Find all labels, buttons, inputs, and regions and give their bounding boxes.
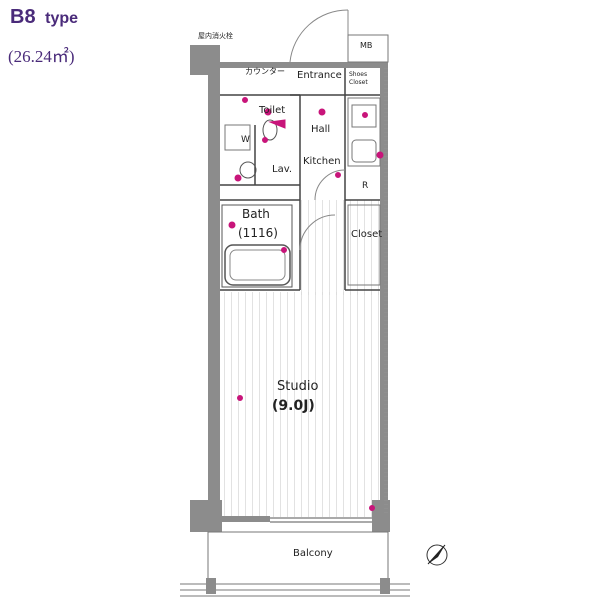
studio-floor: [222, 292, 380, 517]
toilet-bowl: [262, 119, 278, 141]
entrance-door: [289, 9, 349, 63]
label-kitchen: Kitchen: [303, 156, 341, 167]
label-r: R: [362, 181, 368, 191]
label-lav: Lav.: [272, 164, 292, 175]
balcony-outline: [180, 531, 410, 597]
label-shoes-closet: Closet: [349, 79, 368, 86]
label-balcony: Balcony: [293, 548, 333, 559]
label-counter: カウンター: [245, 67, 285, 76]
hall-door: [314, 169, 346, 201]
compass-icon: [426, 544, 448, 566]
label-studio-size: (9.0J): [272, 398, 315, 414]
label-bath: Bath: [242, 207, 270, 221]
interior-walls: [220, 68, 380, 291]
washer-space: [224, 124, 251, 151]
mb-box: [347, 34, 389, 63]
label-fire-hydrant: 屋内消火栓: [198, 31, 233, 40]
utility-markers: [228, 97, 384, 511]
label-hall: Hall: [311, 124, 330, 135]
closet-frame: [347, 204, 381, 286]
floor-area: (26.24㎡): [8, 47, 75, 66]
label-mb: MB: [360, 41, 372, 50]
type-word: type: [45, 10, 79, 27]
label-entrance: Entrance: [297, 70, 342, 81]
bath-unit: [221, 204, 293, 288]
label-bath-size: (1116): [238, 226, 278, 240]
label-shoes: Shoes: [349, 71, 367, 78]
label-w: W: [241, 135, 250, 145]
label-studio: Studio: [277, 379, 318, 394]
bathtub: [224, 244, 291, 286]
label-toilet: Toilet: [258, 105, 285, 116]
kitchen-counter: [347, 97, 381, 167]
hall-floor: [300, 200, 380, 295]
bath-door: [299, 214, 336, 251]
label-closet: Closet: [351, 229, 382, 240]
type-code: B8: [10, 6, 36, 28]
lav-basin: [239, 161, 257, 179]
balcony-window: [270, 517, 372, 523]
plan-type-title: B8 type: [10, 6, 78, 29]
